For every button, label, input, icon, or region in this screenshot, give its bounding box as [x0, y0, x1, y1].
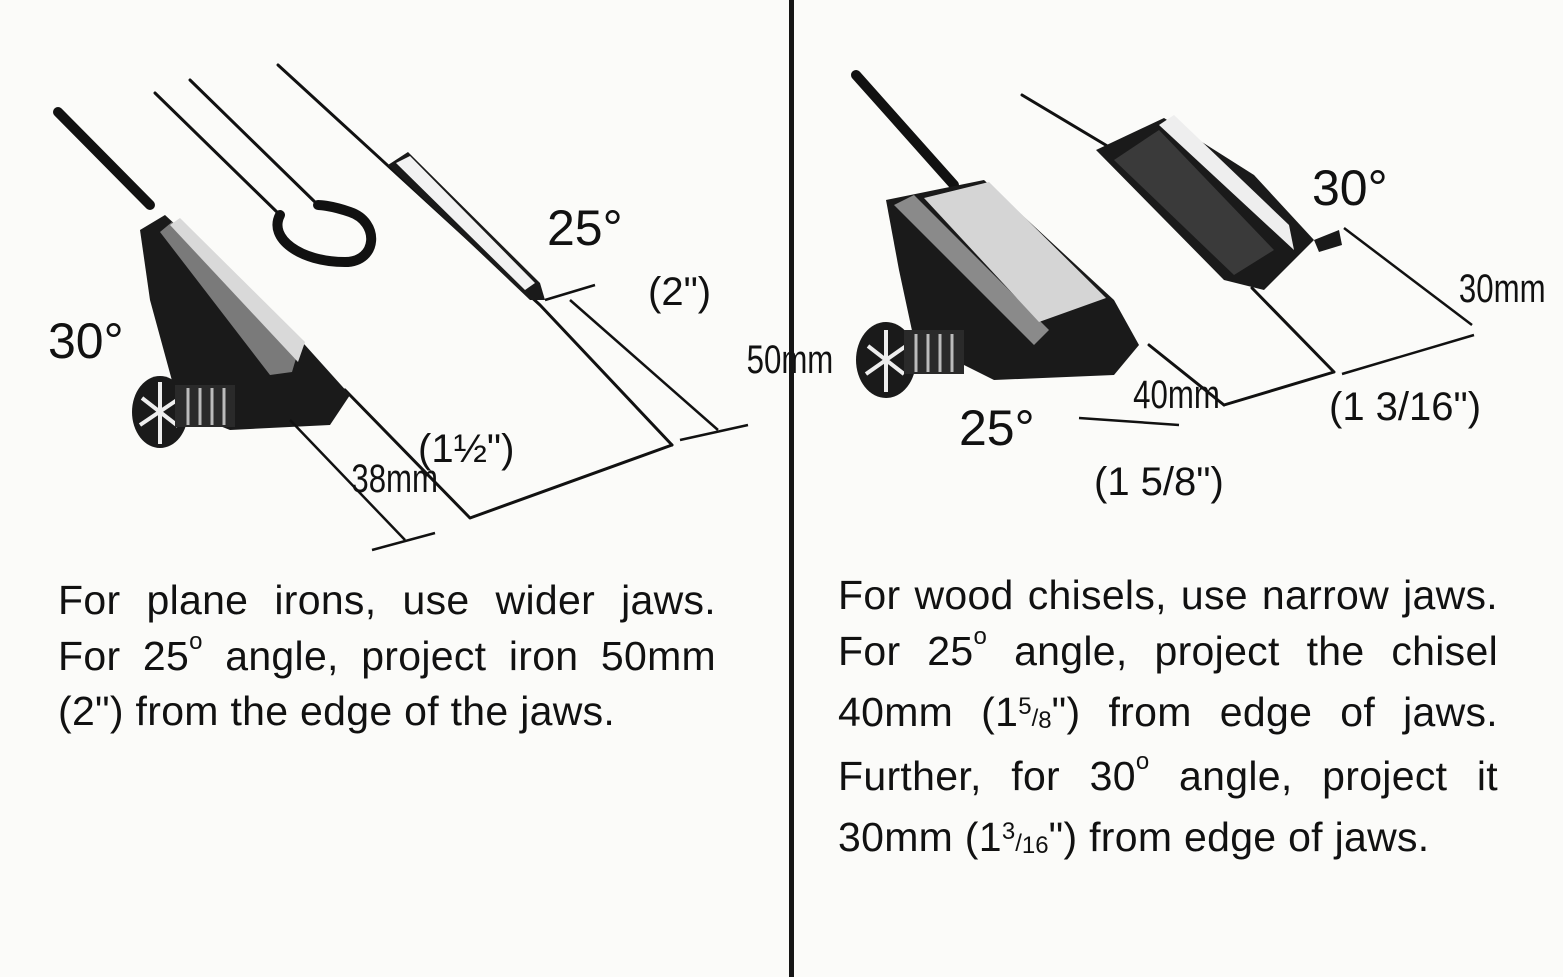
chisel-side-edge	[1147, 343, 1226, 407]
caption-plane-irons: For plane irons, use wider jaws. For 25o…	[58, 573, 716, 740]
caption-text: angle, project the chisel 40mm (1	[838, 627, 1498, 736]
plane-iron-jig-illustration: 25° 30° (2") 50mm (1½") 38mm	[48, 63, 833, 552]
label-1-and-half-inch: (1½")	[418, 427, 514, 471]
fraction-numerator: 5	[1018, 693, 1032, 720]
label-25-degrees: 25°	[547, 200, 623, 256]
jaws-block	[132, 215, 350, 448]
degree-mark: o	[1135, 747, 1150, 775]
jig-rail	[851, 70, 959, 190]
caption-text: ") from edge of jaws.	[1048, 814, 1430, 860]
iron-side-edge	[276, 63, 674, 447]
caption-text: ") from edge of jaws. Further, for 30	[838, 689, 1498, 799]
iron-slot-hole	[272, 200, 377, 267]
iron-slot-edge	[153, 91, 282, 217]
dimension-line	[371, 531, 436, 552]
panel-divider	[789, 0, 794, 977]
dimension-line	[289, 419, 406, 541]
fraction-three-sixteenths: 3/16	[1001, 818, 1049, 859]
clamp-bar	[1096, 115, 1342, 290]
caption-text: For wood chisels, use narrow jaws. For 2…	[838, 572, 1498, 674]
fraction-denominator: 8	[1038, 707, 1052, 734]
fraction-five-eighths: 5/8	[1018, 693, 1052, 734]
dimension-line	[1343, 227, 1473, 326]
fraction-numerator: 3	[1001, 818, 1016, 845]
caption-text: For plane irons, use wider jaws. For 25	[58, 577, 716, 679]
chisel-cutting-edge	[1222, 286, 1336, 407]
dimension-line	[569, 299, 719, 431]
iron-slot-edge	[188, 78, 320, 207]
caption-wood-chisels: For wood chisels, use narrow jaws. For 2…	[838, 568, 1498, 874]
dimension-line	[544, 283, 596, 302]
label-38mm: 38mm	[351, 456, 438, 501]
label-2-inch: (2")	[648, 270, 711, 314]
label-40mm: 40mm	[1133, 372, 1220, 417]
jig-rail	[53, 107, 155, 210]
label-30-degrees: 30°	[48, 313, 124, 369]
dimension-line	[1078, 416, 1180, 427]
jaws-block	[856, 180, 1139, 398]
caption-text: angle, project it 30mm (1	[838, 752, 1499, 861]
degree-mark: o	[973, 622, 988, 650]
caption-text: angle, project iron 50mm (2") from the e…	[58, 632, 716, 735]
label-30-degrees: 30°	[1312, 160, 1388, 216]
label-25-degrees: 25°	[959, 400, 1035, 456]
dimension-line	[1341, 333, 1475, 376]
dimension-line	[679, 423, 749, 442]
label-1-3-16-inch: (1 3/16")	[1329, 385, 1481, 429]
label-1-5-8-inch: (1 5/8")	[1094, 460, 1224, 504]
label-30mm: 30mm	[1459, 266, 1546, 311]
chisel-jig-illustration: 30° 30mm (1 3/16") 25° 40mm (1 5/8")	[851, 70, 1546, 504]
degree-mark: o	[189, 627, 203, 655]
fraction-denominator: 16	[1021, 832, 1049, 859]
iron-cutting-edge	[343, 388, 674, 520]
chisel-side-edge	[1020, 93, 1116, 152]
